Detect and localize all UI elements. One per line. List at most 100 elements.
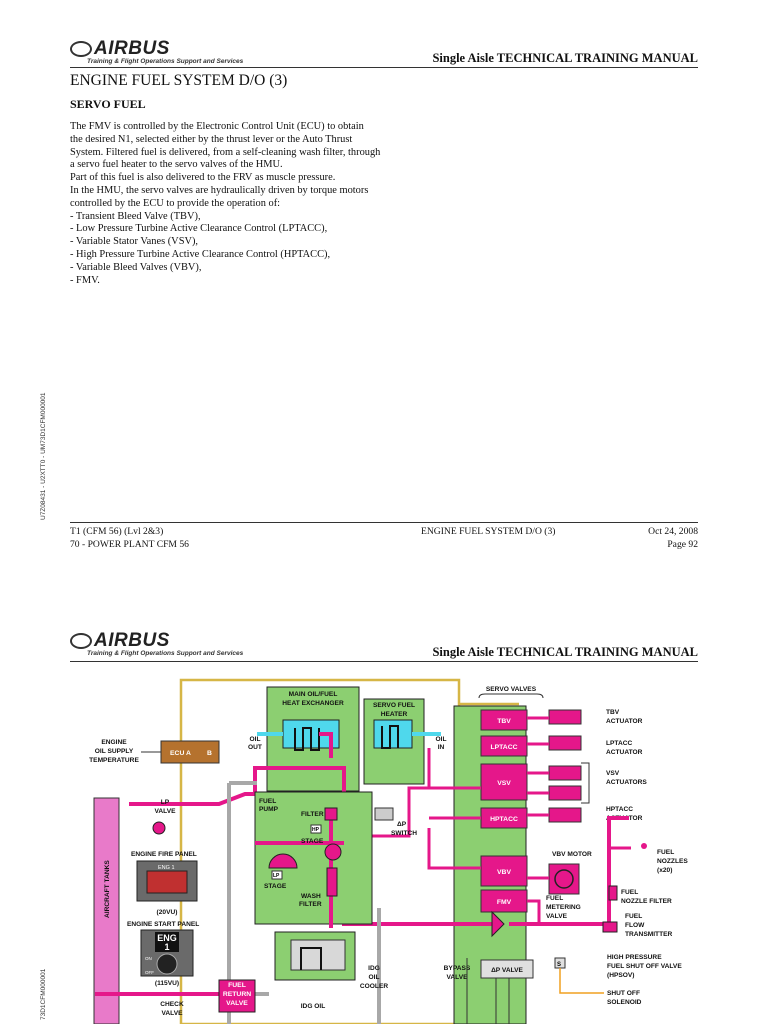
frv-label-3: VALVE [226,1000,248,1007]
fmv-line [527,899,541,924]
fuel-nozzle-filter-label: FUEL [621,889,638,896]
body-line: - Variable Stator Vanes (VSV), [70,236,199,248]
frv-label-2: RETURN [223,991,251,998]
body-line: the desired N1, selected either by the t… [70,133,353,145]
fuel-metering-label-3: VALVE [546,913,568,920]
oil-in-label: OIL [436,736,447,743]
fuel-nozzle-icon [641,843,647,849]
footer-right: Oct 24, 2008 Page 92 [648,526,698,551]
dp-switch-icon [374,807,394,821]
eng1-small-label: ENG 1 [158,865,175,871]
body-line: Part of this fuel is also delivered to t… [70,172,336,184]
fuel-nozzles-label-2: NOZZLES [657,858,688,865]
wash-filter-label: WASH [301,893,321,900]
eng1-label-plate [155,932,179,952]
fuel-nozzles-label: FUEL [657,849,674,856]
tbv-actuator-label-2: ACTUATOR [606,718,643,725]
engine-oil-label-3: TEMPERATURE [89,757,139,764]
eng-big-label: ENG [157,933,177,943]
aircraft-tanks [93,797,120,1024]
dp-switch-label: ΔP [397,821,407,828]
lptacc-actuator-label: LPTACC [606,740,632,747]
body-text: The FMV is controlled by the Electronic … [70,121,400,287]
servo-fuel-lines [344,748,481,870]
airbus-swirl-icon [70,41,92,57]
fuel-pump-label: FUEL [259,798,276,805]
hp-stage-pump-icon [324,843,342,861]
aircraft-tanks-label: AIRCRAFT TANKS [104,860,111,918]
idg-oil-cooler-label-3: COOLER [360,983,388,990]
footer-rule [70,522,698,523]
hp-stage-label: STAGE [301,838,324,845]
body-line: - High Pressure Turbine Active Clearance… [70,248,331,260]
switch-off-label: OFF [145,970,154,975]
frv-label: FUEL [228,982,246,989]
fuel-metering-label-2: METERING [546,904,581,911]
tbv-actuator-label: TBV [606,709,620,716]
s-box-label: S [557,962,561,968]
oil-in-label-2: IN [438,744,445,751]
vbv-motor [548,863,580,895]
master-switch-knob[interactable] [156,953,178,975]
fuel-nozzle-filter-label-2: NOZZLE FILTER [621,898,672,905]
footer-page: Page 92 [667,538,698,550]
body-line: - Low Pressure Turbine Active Clearance … [70,223,328,235]
header-rule [70,67,698,68]
servo-valves-label: SERVO VALVES [486,686,537,693]
check-valve-label: CHECK [160,1001,184,1008]
servo-heater-coil [381,725,399,749]
shutoff-solenoid-line [559,968,604,994]
fuel-metering-label: FUEL [546,895,563,902]
footer-center: ENGINE FUEL SYSTEM D/O (3) [421,526,556,537]
bypass-valve-label: BYPASS [444,965,471,972]
hptacc-label: HPTACC [490,816,518,823]
bypass-valve-label-2: VALVE [446,974,468,981]
vbv-valve [480,855,528,887]
shutoff-solenoid-label-2: SOLENOID [607,999,642,1006]
lp-valve-label-2: VALVE [154,808,176,815]
footer-left: T1 (CFM 56) (Lvl 2&3) 70 - POWER PLANT C… [70,526,189,551]
vsv-actuator-1 [548,765,582,781]
body-line: a servo fuel heater to the servo valves … [70,159,283,171]
servo-heater-label: SERVO FUEL [373,702,415,709]
lp-stage-pump-icon [268,853,298,869]
vsv-actuators-label: VSV [606,770,620,777]
vbv-motor-icon [554,869,574,889]
switch-on-label: ON [145,956,152,961]
section-title: SERVO FUEL [70,97,146,111]
hptacc-actuator-label: HPTACC [606,806,633,813]
footer-date: Oct 24, 2008 [648,526,698,537]
eng1-fire-button[interactable] [146,870,188,894]
airbus-logo-text: AIRBUS [94,630,170,651]
engine-oil-label: ENGINE [101,739,127,746]
servo-heater-core [373,719,413,749]
fuel-flow-label: FUEL [625,913,642,920]
servo-drain-lines [466,958,510,1024]
eng-big-number: 1 [164,942,169,952]
fuel-system-diagram: MAIN OIL/FUEL HEAT EXCHANGER SERVO FUEL … [69,668,698,1024]
vbv-label: VBV [497,869,511,876]
idg-oil-label: IDG OIL [301,1003,326,1010]
lp-valve-label: LP [161,799,170,806]
fuel-nozzle-filter-icon [608,885,618,901]
body-line: controlled by the ECU to provide the ope… [70,197,281,209]
hpsov-label-2: FUEL SHUT OFF VALVE [607,963,682,970]
fuel-flow-label-2: FLOW [625,922,645,929]
lp-stage-box [271,870,283,880]
servo-valves-bracket [478,693,544,699]
footer-chapter: 70 - POWER PLANT CFM 56 [70,538,189,550]
pump-filter-icon [324,807,338,821]
vsv-actuators-label-2: ACTUATORS [606,779,647,786]
wash-filter-label-2: FILTER [299,901,322,908]
servo-heater-label-2: HEATER [381,711,408,718]
idg-oil-cooler-label: IDG [368,965,380,972]
airbus-logo-text: AIRBUS [94,38,170,59]
manual-title: Single Aisle TECHNICAL TRAINING MANUAL [432,51,698,65]
wash-filter-icon [326,867,338,897]
vsv-valve [480,763,528,801]
idg-oil-cooler-label-2: OIL [369,974,380,981]
chapter-title: ENGINE FUEL SYSTEM D/O (3) [70,72,288,89]
side-document-id: U7Z08431 - U2XTT0 - UM73D1CFM000001 [40,392,47,520]
lptacc-actuator-label-2: ACTUATOR [606,749,643,756]
fmv-label: FMV [497,899,512,906]
